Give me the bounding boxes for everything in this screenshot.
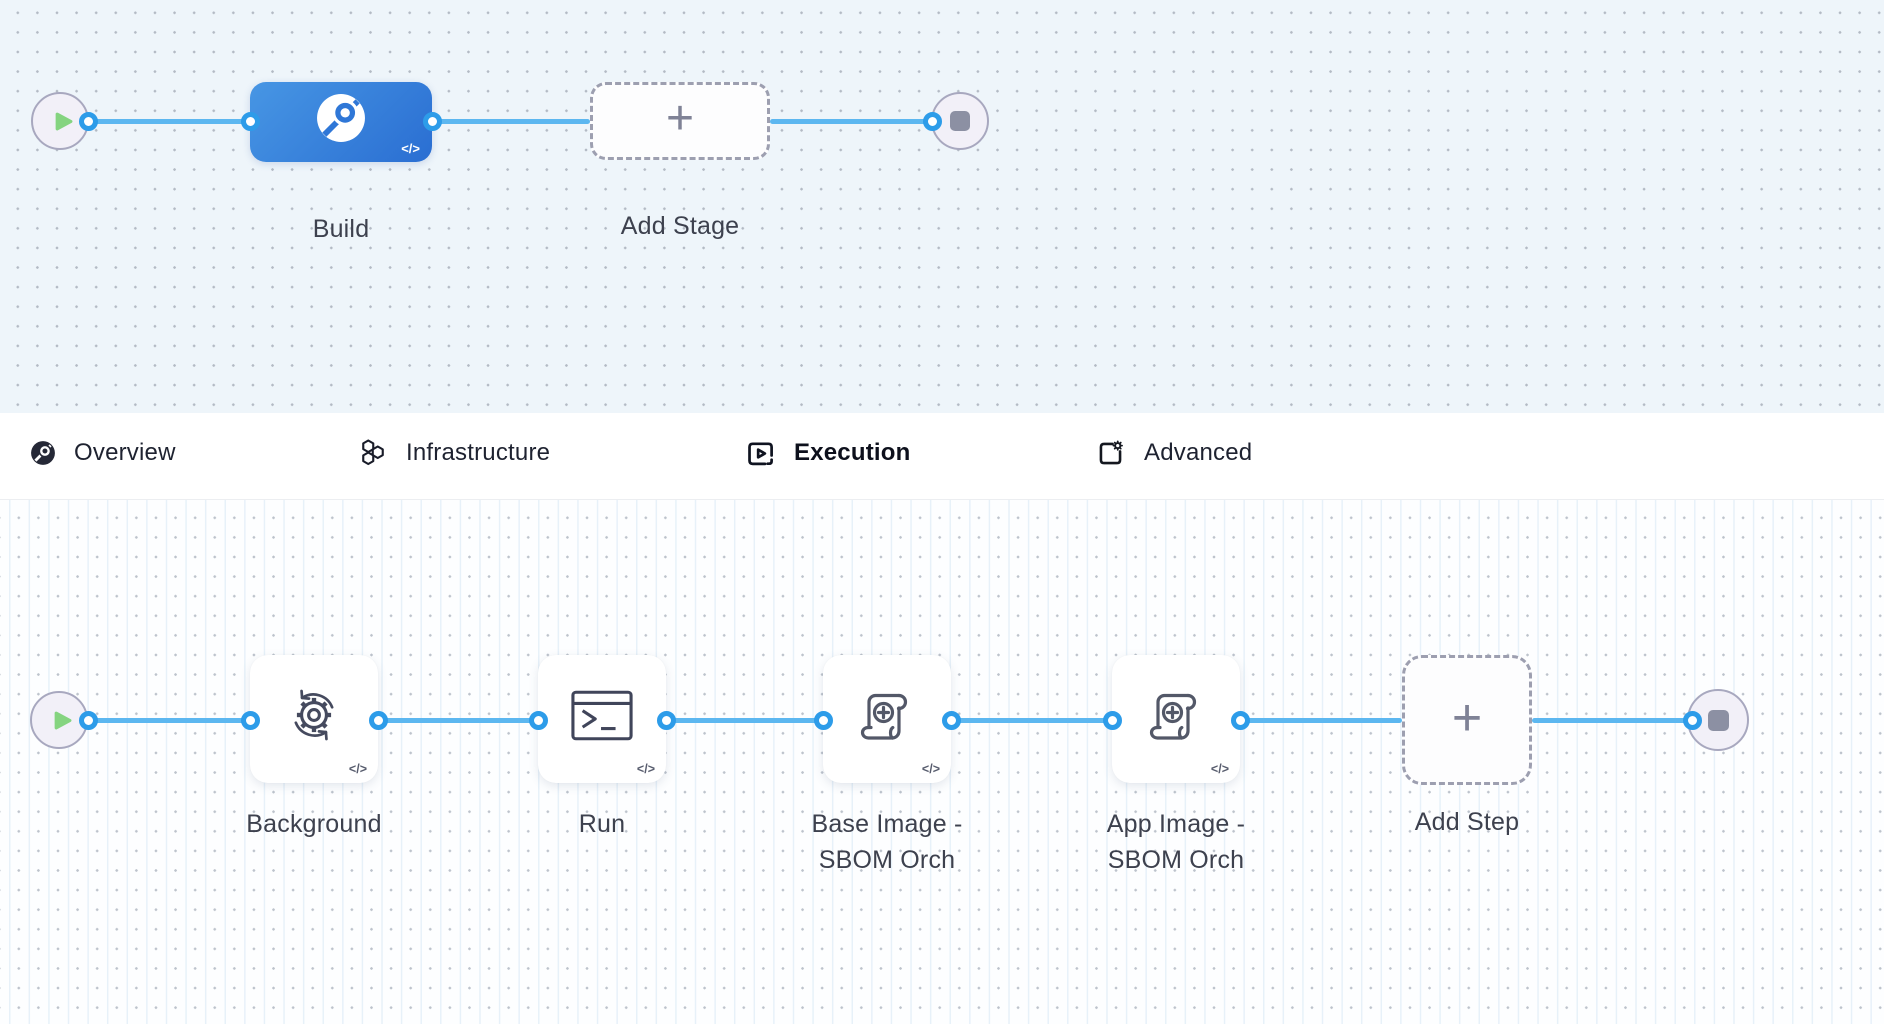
tab-overview-label: Overview: [74, 439, 176, 466]
step-card-base-image-sbom[interactable]: </>: [823, 655, 951, 783]
connector-port[interactable]: [240, 111, 260, 131]
stage-label: Build: [312, 215, 370, 243]
hexagon-cluster-icon: [358, 438, 388, 468]
step-card-background[interactable]: </>: [250, 655, 378, 783]
sbom-scroll-icon: [859, 687, 915, 743]
tab-infrastructure-label: Infrastructure: [406, 439, 551, 466]
connector-line: [770, 118, 932, 124]
yaml-code-badge[interactable]: </>: [636, 762, 655, 776]
stage-canvas[interactable]: </> Build + Add Stage: [0, 0, 1884, 413]
stage-tabbar: Overview Infrastructure: [0, 413, 1884, 913]
connector-line: [1532, 717, 1692, 723]
connector-port[interactable]: [78, 111, 98, 131]
connector-port[interactable]: [941, 710, 961, 730]
play-icon: [53, 111, 74, 132]
plus-icon: +: [1451, 689, 1483, 747]
terminal-icon: [571, 690, 633, 741]
tab-advanced[interactable]: Advanced: [1095, 413, 1252, 493]
ci-module-icon: [30, 440, 56, 466]
step-label-line: SBOM Orch: [818, 846, 956, 874]
tab-execution[interactable]: Execution: [745, 413, 911, 493]
tab-infrastructure[interactable]: Infrastructure: [358, 413, 550, 493]
tab-advanced-label: Advanced: [1144, 439, 1253, 466]
yaml-code-badge[interactable]: </>: [348, 762, 367, 776]
connector-port[interactable]: [1102, 710, 1122, 730]
connector-port[interactable]: [422, 111, 442, 131]
connector-port[interactable]: [78, 710, 98, 730]
connector-port[interactable]: [1230, 710, 1250, 730]
plus-icon: +: [665, 92, 695, 145]
add-step-button[interactable]: +: [1402, 655, 1532, 785]
step-label: Run: [482, 806, 722, 842]
stage-card-build[interactable]: </>: [250, 82, 432, 162]
step-card-app-image-sbom[interactable]: </>: [1112, 655, 1240, 783]
connector-port[interactable]: [656, 710, 676, 730]
yaml-code-badge[interactable]: </>: [401, 141, 420, 156]
stop-icon: [950, 111, 970, 131]
step-card-run[interactable]: </>: [538, 655, 666, 783]
connector-line: [88, 717, 250, 723]
yaml-code-badge[interactable]: </>: [921, 762, 940, 776]
connector-port[interactable]: [240, 710, 260, 730]
connector-port[interactable]: [528, 710, 548, 730]
connector-line: [666, 717, 823, 723]
background-sync-icon: [285, 686, 343, 744]
connector-port[interactable]: [813, 710, 833, 730]
stop-icon: [1707, 709, 1729, 731]
sbom-scroll-icon: [1148, 687, 1204, 743]
add-step-label: Add Step: [1414, 808, 1520, 836]
tab-execution-label: Execution: [794, 439, 911, 466]
step-label-line: App Image -: [1106, 810, 1246, 838]
connector-port[interactable]: [922, 111, 942, 131]
tab-overview[interactable]: Overview: [30, 413, 176, 493]
step-label-line: Run: [578, 810, 626, 838]
execution-play-icon: [745, 438, 776, 469]
advanced-settings-icon: [1095, 438, 1126, 469]
step-label-line: SBOM Orch: [1107, 846, 1245, 874]
step-label: Background: [194, 806, 434, 842]
add-stage-label: Add Stage: [620, 212, 740, 240]
connector-line: [1240, 717, 1402, 723]
step-label: Base Image - SBOM Orch: [767, 806, 1007, 878]
play-icon: [52, 710, 73, 731]
connector-port[interactable]: [368, 710, 388, 730]
connector-line: [951, 717, 1112, 723]
connector-port[interactable]: [1682, 710, 1702, 730]
connector-line: [432, 118, 590, 124]
connector-line: [378, 717, 538, 723]
add-stage-button[interactable]: +: [590, 82, 770, 160]
step-label-line: Background: [246, 810, 382, 838]
connector-line: [88, 118, 250, 124]
step-label-line: Base Image -: [811, 810, 963, 838]
ci-module-icon: [316, 93, 366, 143]
yaml-code-badge[interactable]: </>: [1210, 762, 1229, 776]
step-label: App Image - SBOM Orch: [1056, 806, 1296, 878]
execution-canvas[interactable]: </> Background </> Run: [0, 500, 1884, 1024]
